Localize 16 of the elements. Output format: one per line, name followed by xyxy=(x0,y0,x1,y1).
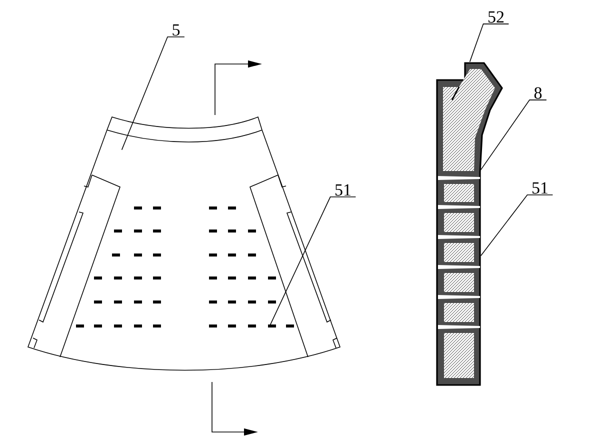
section-drawing xyxy=(444,243,474,262)
section-drawing xyxy=(438,176,480,329)
callout-number: 52 xyxy=(488,11,504,23)
section-drawing xyxy=(444,273,474,292)
callout-number: 51 xyxy=(532,182,548,194)
leader-line xyxy=(480,100,547,170)
callout-number: 51 xyxy=(336,184,350,196)
leader-line xyxy=(269,196,356,326)
section-drawing xyxy=(444,303,474,322)
leader-line xyxy=(469,24,510,62)
leader-line xyxy=(121,36,185,150)
leader-line xyxy=(480,194,554,256)
section-drawing xyxy=(444,333,474,378)
callout-number: 5 xyxy=(172,24,180,36)
callout-number: 8 xyxy=(534,87,542,99)
section-drawing xyxy=(444,213,474,232)
